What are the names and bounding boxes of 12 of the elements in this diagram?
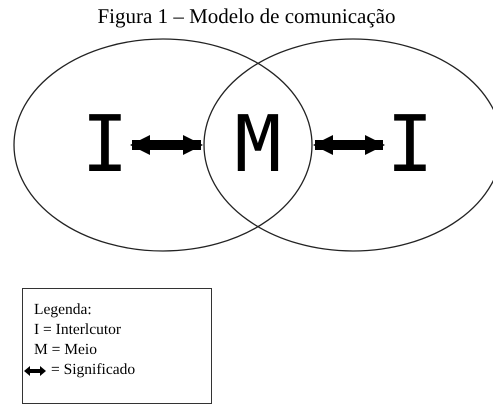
double-arrow bbox=[130, 135, 203, 155]
ellipse-outline bbox=[203, 38, 493, 252]
symbol-letter: I bbox=[385, 104, 435, 186]
figure-title: Figura 1 – Modelo de comunicação bbox=[96, 4, 396, 29]
ellipse-outline bbox=[13, 38, 313, 252]
legend-text: Legenda: bbox=[34, 301, 92, 318]
symbol-letter: M bbox=[203, 98, 313, 192]
legend-text: M = Meio bbox=[34, 341, 97, 358]
symbol-letter: I bbox=[80, 104, 130, 186]
legend-text: = Significado bbox=[51, 361, 136, 378]
legend-text: I = Interlcutor bbox=[34, 321, 122, 338]
double-arrow bbox=[313, 135, 385, 155]
